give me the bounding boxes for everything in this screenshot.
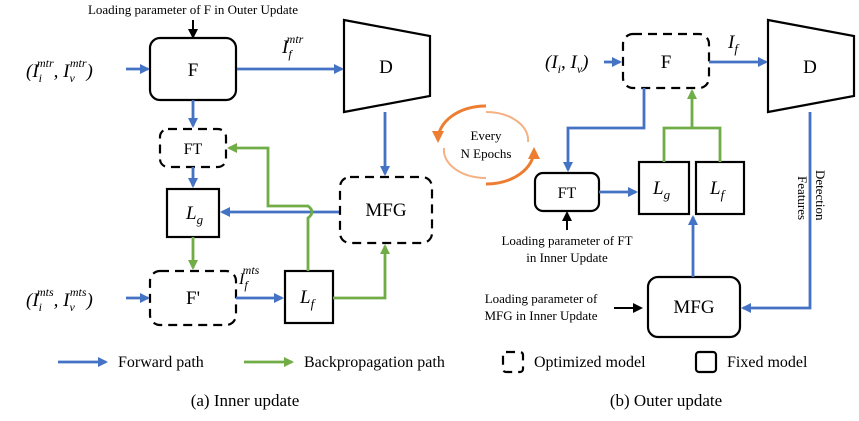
outer-input: (Ii, Iv)	[545, 52, 588, 76]
legend-fixed-label: Fixed model	[727, 354, 808, 371]
inner-output-test: Ifmts	[238, 263, 260, 292]
outer-detection-label: Detection	[813, 170, 828, 221]
outer-Lf-label: Lf	[709, 178, 727, 202]
inner-input-train: (Iimtr, Ivmtr)	[26, 56, 93, 85]
outer-Lg-label: Lg	[652, 178, 671, 202]
cycle-arrow-top	[432, 104, 487, 143]
outer-F-label: F	[661, 52, 672, 73]
cycle-label-epochs: N Epochs	[461, 146, 512, 161]
outer-Lg-box	[637, 160, 691, 216]
cycle-inner-ring-bottom	[442, 147, 487, 180]
inner-FT-label: FT	[184, 141, 203, 158]
outer-D-label: D	[803, 57, 817, 78]
cycle-arrow-bottom	[485, 147, 540, 186]
outer-Lf-box	[694, 160, 746, 216]
outer-caption: (b) Outer update	[610, 391, 722, 410]
outer-update-panel: (Ii, Iv) F If D FT Loading parameter of …	[484, 18, 856, 339]
epoch-cycle: Every N Epochs	[432, 104, 540, 186]
cycle-inner-ring-top	[485, 110, 530, 143]
legend-optimized-label: Optimized model	[534, 354, 646, 371]
legend-fixed-swatch	[694, 350, 718, 374]
inner-D-label: D	[379, 57, 393, 78]
outer-MFG-label: MFG	[673, 297, 714, 318]
outer-If-label: If	[727, 32, 740, 56]
outer-losses-merge-line	[662, 126, 722, 162]
inner-Lf-to-FT-arrow	[227, 143, 314, 271]
inner-Lf-to-MFG-arrow	[333, 244, 390, 300]
outer-ft-note-1: Loading parameter of FT	[501, 233, 632, 248]
legend-optimized-swatch	[501, 350, 525, 374]
outer-D-to-MFG-arrow	[741, 112, 812, 313]
inner-output-train: Ifmtr	[281, 32, 304, 61]
outer-features-label: Features	[795, 176, 810, 220]
inner-MFG-label: MFG	[365, 200, 406, 221]
inner-top-note: Loading parameter of F in Outer Update	[88, 2, 298, 17]
inner-caption: (a) Inner update	[191, 391, 300, 410]
inner-Lf-label: Lf	[299, 287, 317, 311]
outer-FT-label: FT	[558, 185, 577, 202]
inner-D-shape	[342, 18, 432, 114]
inner-F-label: F	[188, 60, 199, 81]
inner-Lf-box	[283, 269, 335, 325]
outer-D-shape	[766, 18, 856, 114]
outer-F-to-FT-arrow	[563, 88, 646, 172]
outer-mfg-note-1: Loading parameter of	[485, 291, 598, 306]
inner-update-panel: Loading parameter of F in Outer Update (…	[26, 2, 434, 327]
outer-mfg-note-2: MFG in Inner Update	[484, 308, 597, 323]
inner-Fprime-label: F'	[186, 288, 200, 309]
inner-MFG-box	[338, 175, 434, 245]
legend: Forward path Backpropagation path Optimi…	[58, 350, 808, 374]
legend-forward-label: Forward path	[118, 354, 204, 371]
inner-Lg-label: Lg	[185, 203, 204, 227]
cycle-label-every: Every	[470, 128, 502, 143]
inner-input-test: (Iimts, Ivmts)	[26, 285, 93, 314]
legend-backprop-label: Backpropagation path	[304, 354, 445, 371]
outer-ft-note-2: in Inner Update	[526, 250, 608, 265]
